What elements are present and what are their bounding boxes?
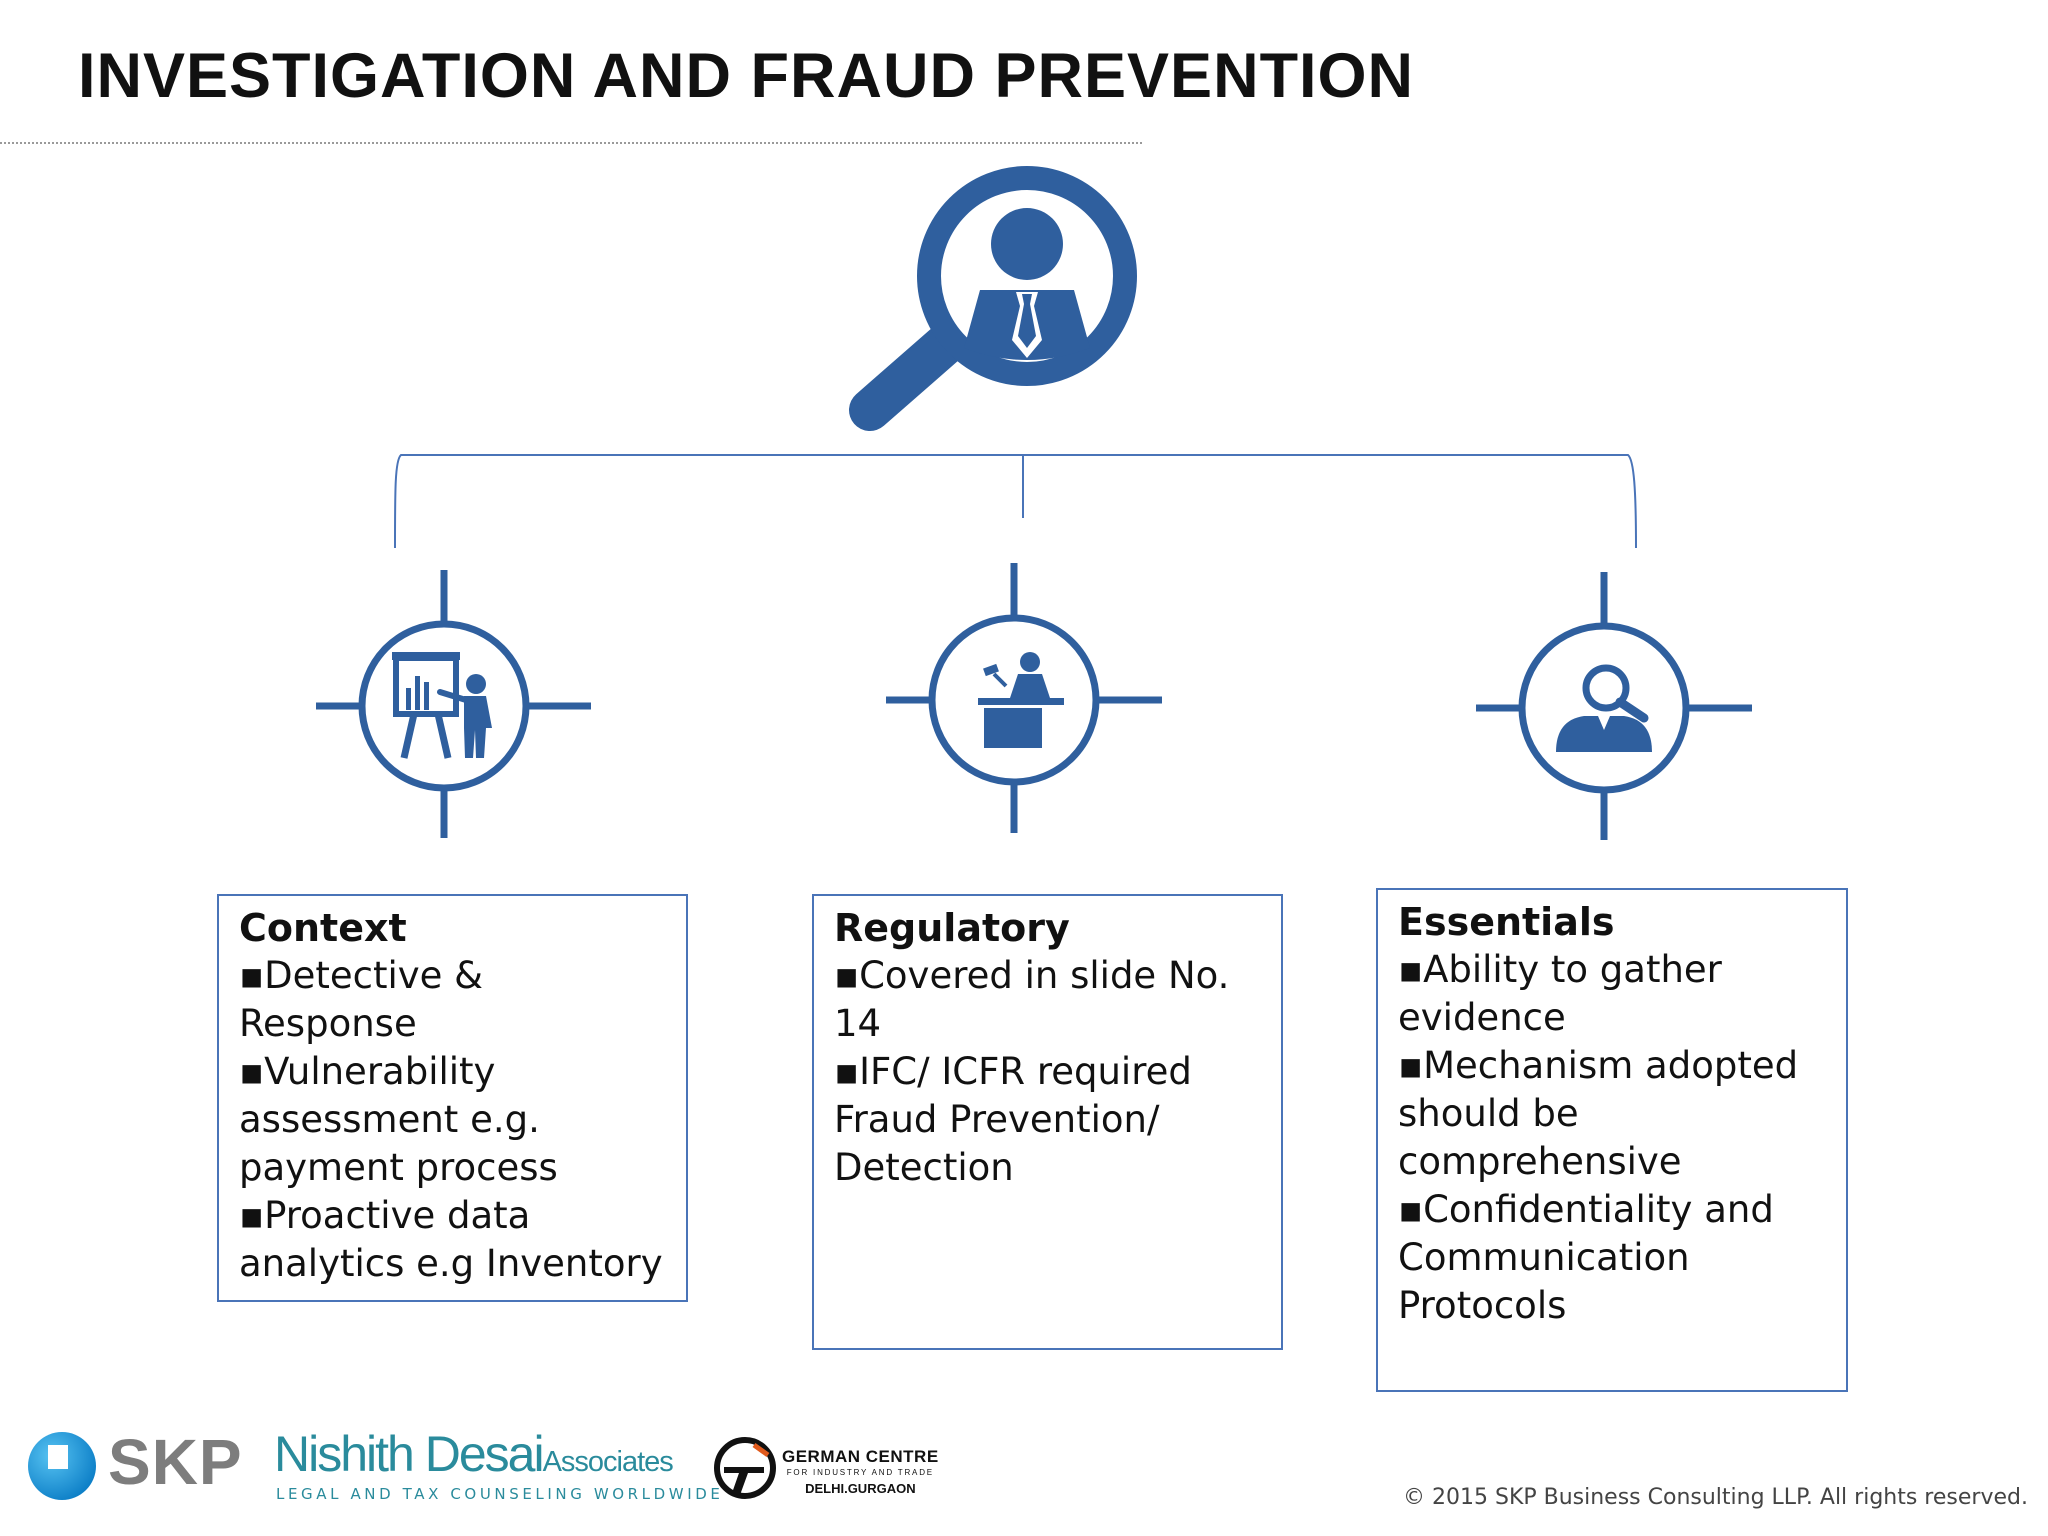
context-list: Detective & Response Vulnerability asses… (239, 952, 666, 1288)
regulatory-list: Covered in slide No. 14 IFC/ ICFR requir… (834, 952, 1261, 1192)
list-item: IFC/ ICFR required Fraud Prevention/ Det… (834, 1048, 1261, 1192)
nda-name: Nishith Desai (274, 1426, 545, 1482)
regulatory-crosshair (886, 563, 1162, 833)
presentation-chart-icon (392, 652, 492, 759)
page-title: INVESTIGATION AND FRAUD PREVENTION (78, 41, 1415, 111)
essentials-heading: Essentials (1398, 900, 1615, 944)
skp-logo (28, 1432, 96, 1500)
context-heading: Context (239, 906, 407, 950)
list-item: Mechanism adopted should be comprehensiv… (1398, 1042, 1826, 1186)
bracket-connector (394, 454, 1637, 549)
german-centre-text: GERMAN CENTRE FOR INDUSTRY AND TRADE DEL… (782, 1447, 939, 1496)
regulatory-heading: Regulatory (834, 906, 1070, 950)
essentials-box: Essentials Ability to gather evidence Me… (1376, 888, 1848, 1392)
gc-name: GERMAN CENTRE (782, 1447, 939, 1466)
magnifier-person-icon (849, 166, 1137, 431)
list-item: Vulnerability assessment e.g. payment pr… (239, 1048, 666, 1192)
list-item: Proactive data analytics e.g Inventory (239, 1192, 666, 1288)
gc-subtitle: FOR INDUSTRY AND TRADE (786, 1468, 934, 1477)
judge-gavel-icon (978, 652, 1064, 748)
list-item: Ability to gather evidence (1398, 946, 1826, 1042)
list-item: Confidentiality and Communication Protoc… (1398, 1186, 1826, 1330)
context-box: Context Detective & Response Vulnerabili… (217, 894, 688, 1302)
regulatory-box: Regulatory Covered in slide No. 14 IFC/ … (812, 894, 1283, 1350)
context-crosshair (316, 570, 591, 838)
copyright-notice: © 2015 SKP Business Consulting LLP. All … (1403, 1485, 2028, 1510)
list-item: Covered in slide No. 14 (834, 952, 1261, 1048)
gc-location: DELHI.GURGAON (805, 1481, 916, 1496)
nda-tagline: LEGAL AND TAX COUNSELING WORLDWIDE (276, 1485, 724, 1503)
title-divider (0, 142, 1142, 144)
investigator-magnifier-icon (1556, 664, 1652, 752)
german-centre-logo (714, 1437, 776, 1499)
nda-wordmark: Nishith DesaiAssociates (274, 1425, 674, 1483)
essentials-crosshair (1476, 572, 1752, 840)
essentials-list: Ability to gather evidence Mechanism ado… (1398, 946, 1826, 1330)
nda-suffix: Associates (542, 1446, 674, 1478)
list-item: Detective & Response (239, 952, 666, 1048)
skp-wordmark: SKP (108, 1426, 243, 1498)
